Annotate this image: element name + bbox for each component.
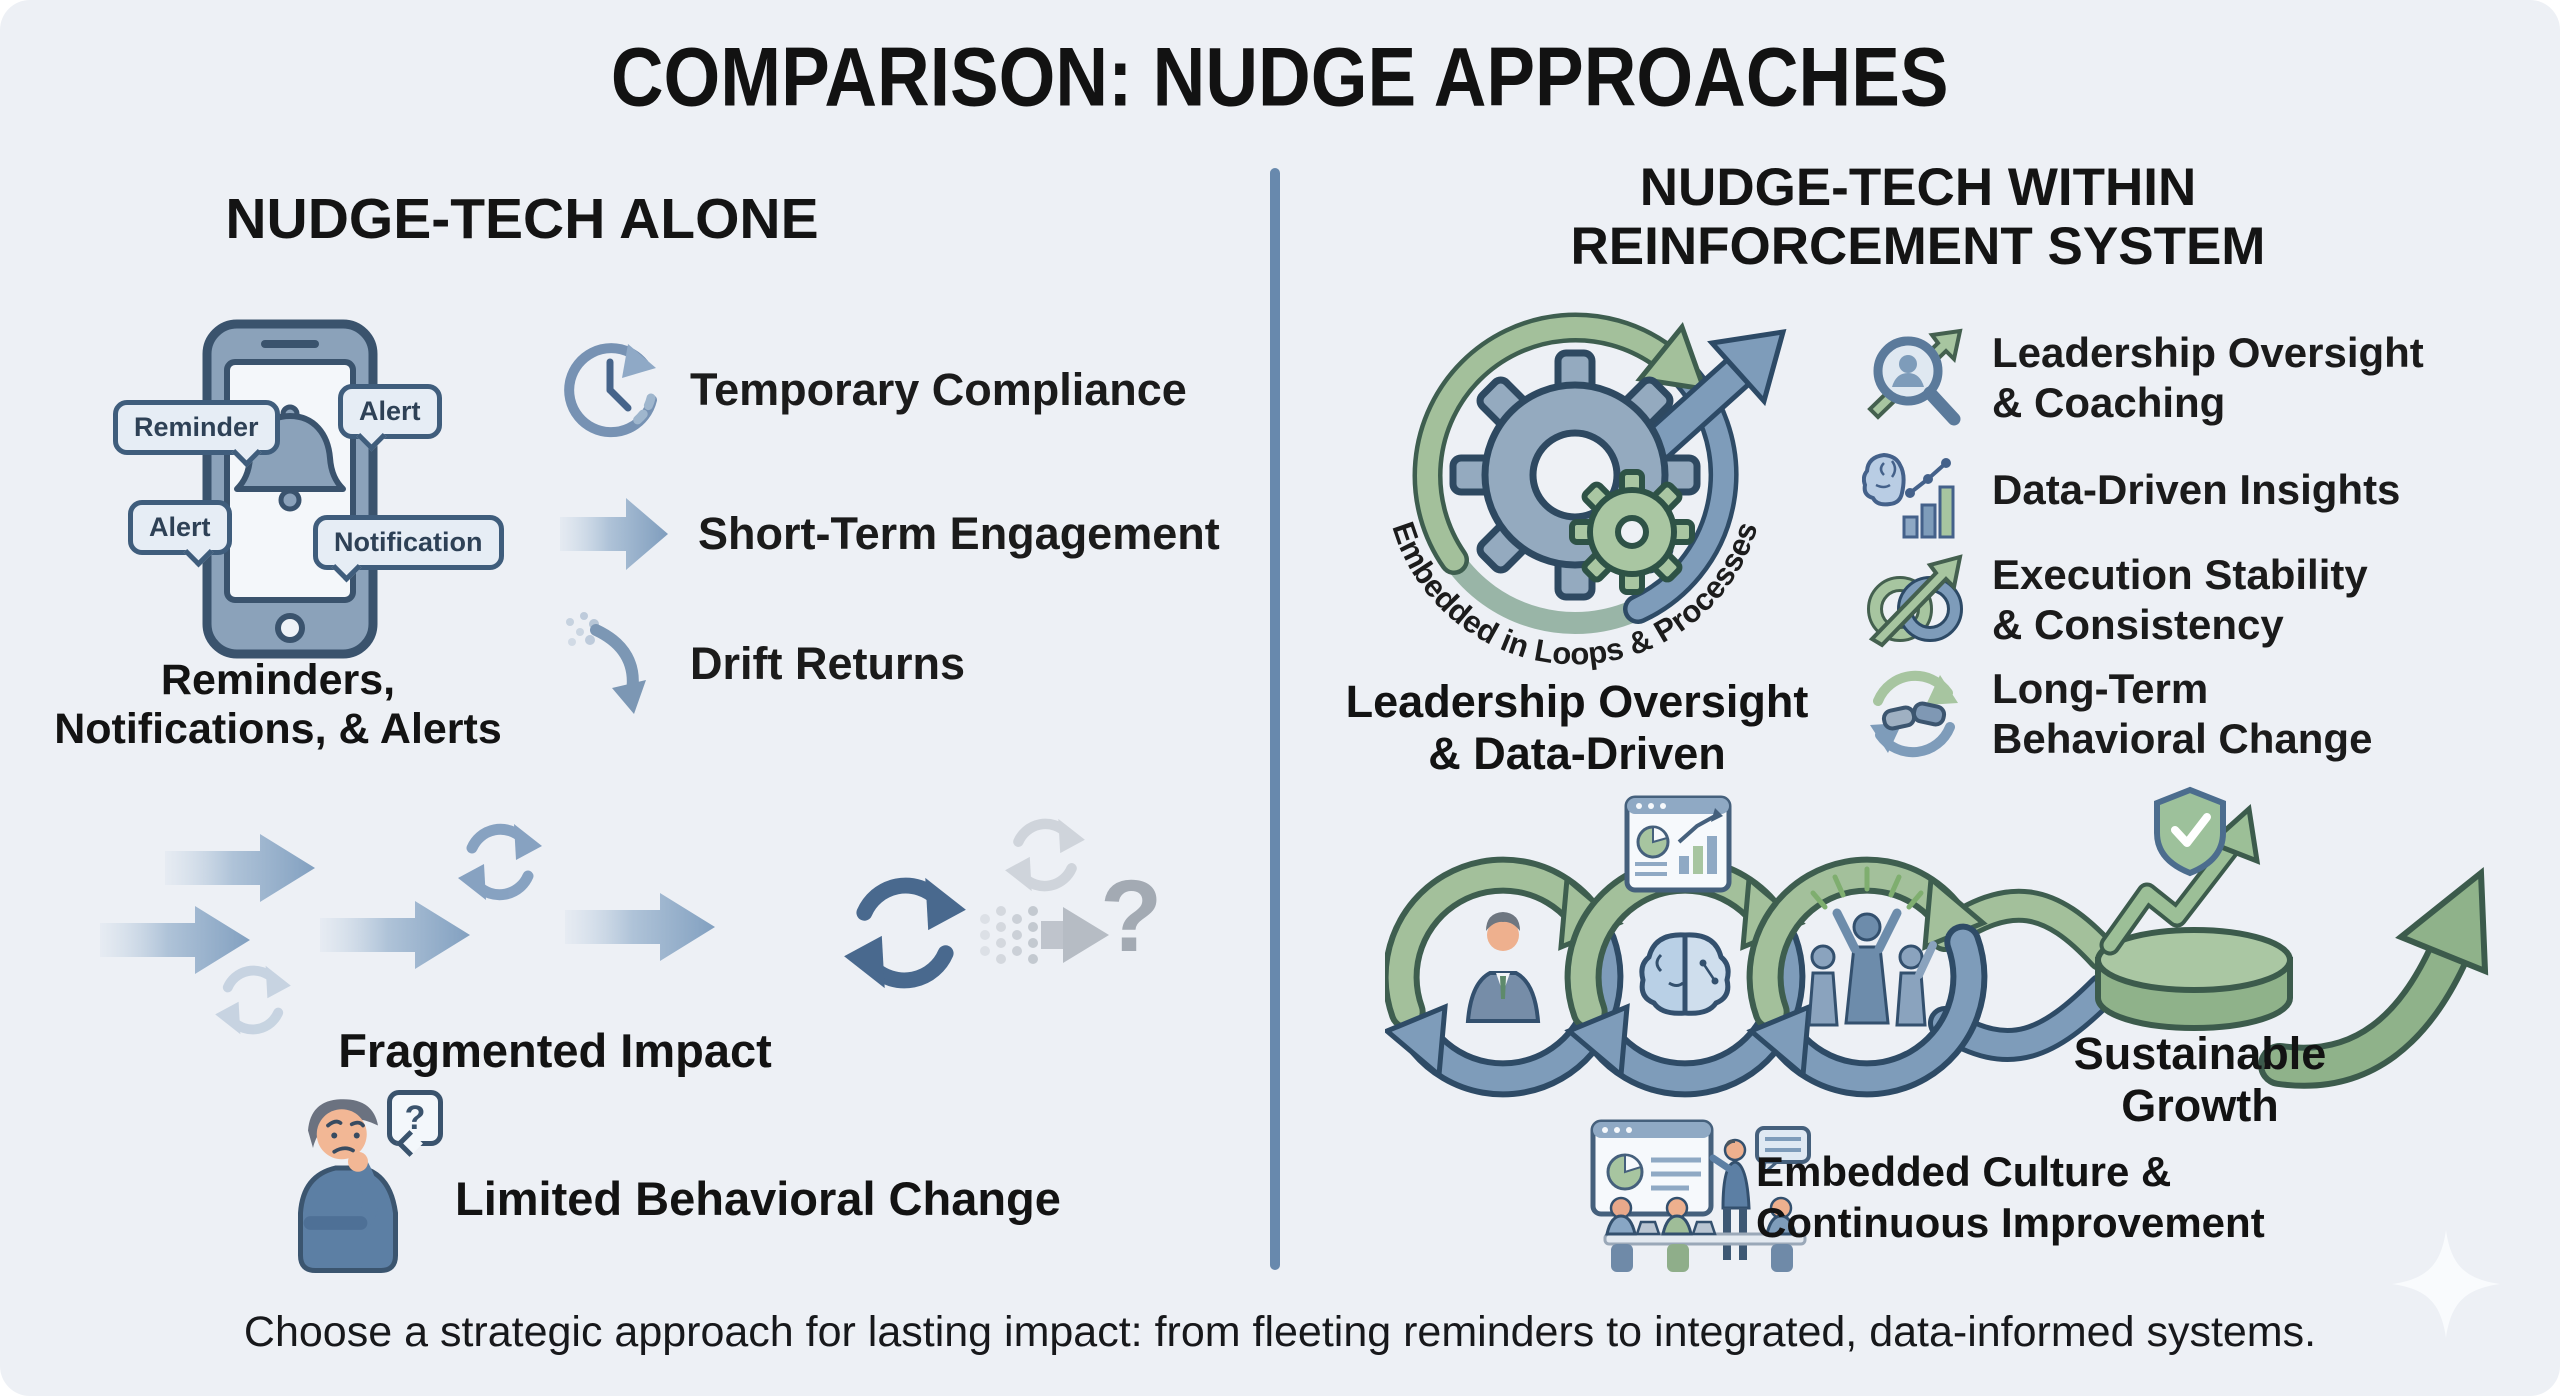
embedded-loops-diagram: Embedded in Loops & Processes: [1385, 312, 1787, 672]
gear-icon: [1449, 349, 1701, 601]
flow-arrow: [165, 834, 315, 902]
leadership-data-driven-caption: Leadership Oversight & Data-Driven: [1345, 676, 1809, 779]
sustainable-growth-caption: Sustainable Growth: [2073, 1028, 2327, 1131]
thinking-person-icon: [298, 1099, 398, 1273]
phone-caption: Reminders, Notifications, & Alerts: [54, 656, 502, 754]
bubble-alert-top: Alert: [338, 384, 442, 439]
seated-figures: [1605, 1196, 1797, 1272]
fragmented-impact-caption: Fragmented Impact: [338, 1024, 772, 1077]
right-column-header: NUDGE-TECH WITHIN REINFORCEMENT SYSTEM: [1570, 158, 2266, 277]
cycle-icon-dark: [844, 878, 966, 988]
bubble-reminder: Reminder: [113, 400, 280, 455]
flow-arrow: [565, 893, 715, 961]
dashboard-icon: [1624, 795, 1732, 893]
question-mark: ?: [1100, 859, 1163, 973]
sparkle-icon: [2392, 1230, 2500, 1338]
handshake-cycle-icon: [1870, 670, 1958, 758]
brain-chart-icon: [1862, 452, 1955, 539]
businessman-icon: [1465, 912, 1541, 1023]
team-meeting-illustration: [1590, 1119, 1811, 1272]
list-item-leadership-oversight: Leadership Oversight& Coaching: [1862, 322, 2424, 434]
page-title: COMPARISON: NUDGE APPROACHES: [611, 30, 1949, 125]
brain-icon: [1639, 932, 1731, 1016]
list-item-drift-returns: Drift Returns: [560, 608, 965, 720]
flow-arrow: [320, 901, 470, 969]
fading-dotted-arrow: [980, 906, 1109, 964]
big-growth-arrow: [2258, 866, 2489, 1089]
question-bubble: ?: [387, 1090, 443, 1146]
small-gear-icon: [1569, 469, 1695, 595]
list-item-short-term-engagement: Short-Term Engagement: [560, 478, 1220, 590]
flow-arrow: [100, 906, 250, 974]
cycle-icon-faded: [215, 966, 291, 1034]
shield-check-icon: [2154, 786, 2226, 877]
phone-illustration: Reminder Alert Alert Notification: [95, 318, 504, 668]
left-column-header: NUDGE-TECH ALONE: [225, 187, 819, 251]
celebrating-team-icon: [1807, 866, 1937, 1027]
bubble-notification: Notification: [313, 515, 504, 570]
footer-tagline: Choose a strategic approach for lasting …: [243, 1308, 2317, 1356]
fragmented-flow-illustration: [100, 815, 1109, 1045]
column-divider: [1270, 168, 1280, 1270]
clock-cycle-icon: [564, 343, 657, 438]
growth-pedestal: [2095, 804, 2293, 1031]
cycle-icon-gray: [1005, 819, 1085, 891]
bubble-alert-bottom: Alert: [128, 500, 232, 555]
list-item-temporary-compliance: Temporary Compliance: [560, 334, 1187, 446]
linked-rings-icon: [1867, 554, 1963, 648]
reinforcement-loops-illustration: [1385, 786, 2489, 1195]
right-arrow-icon: [560, 498, 668, 570]
limited-behavioral-change-caption: Limited Behavioral Change: [455, 1172, 1061, 1225]
embedded-culture-caption: Embedded Culture & Continuous Improvemen…: [1756, 1148, 2265, 1247]
list-item-execution-stability: Execution Stability& Consistency: [1862, 544, 2368, 656]
list-item-data-driven-insights: Data-Driven Insights: [1862, 434, 2400, 546]
leader-magnifier-icon: [1867, 328, 1963, 426]
presenter-figure: [1709, 1126, 1811, 1260]
drift-arrow-icon: [566, 612, 646, 714]
green-arrowhead: [1635, 321, 1708, 393]
cycle-icon-blue: [458, 824, 542, 900]
phone-icon: [202, 319, 378, 659]
